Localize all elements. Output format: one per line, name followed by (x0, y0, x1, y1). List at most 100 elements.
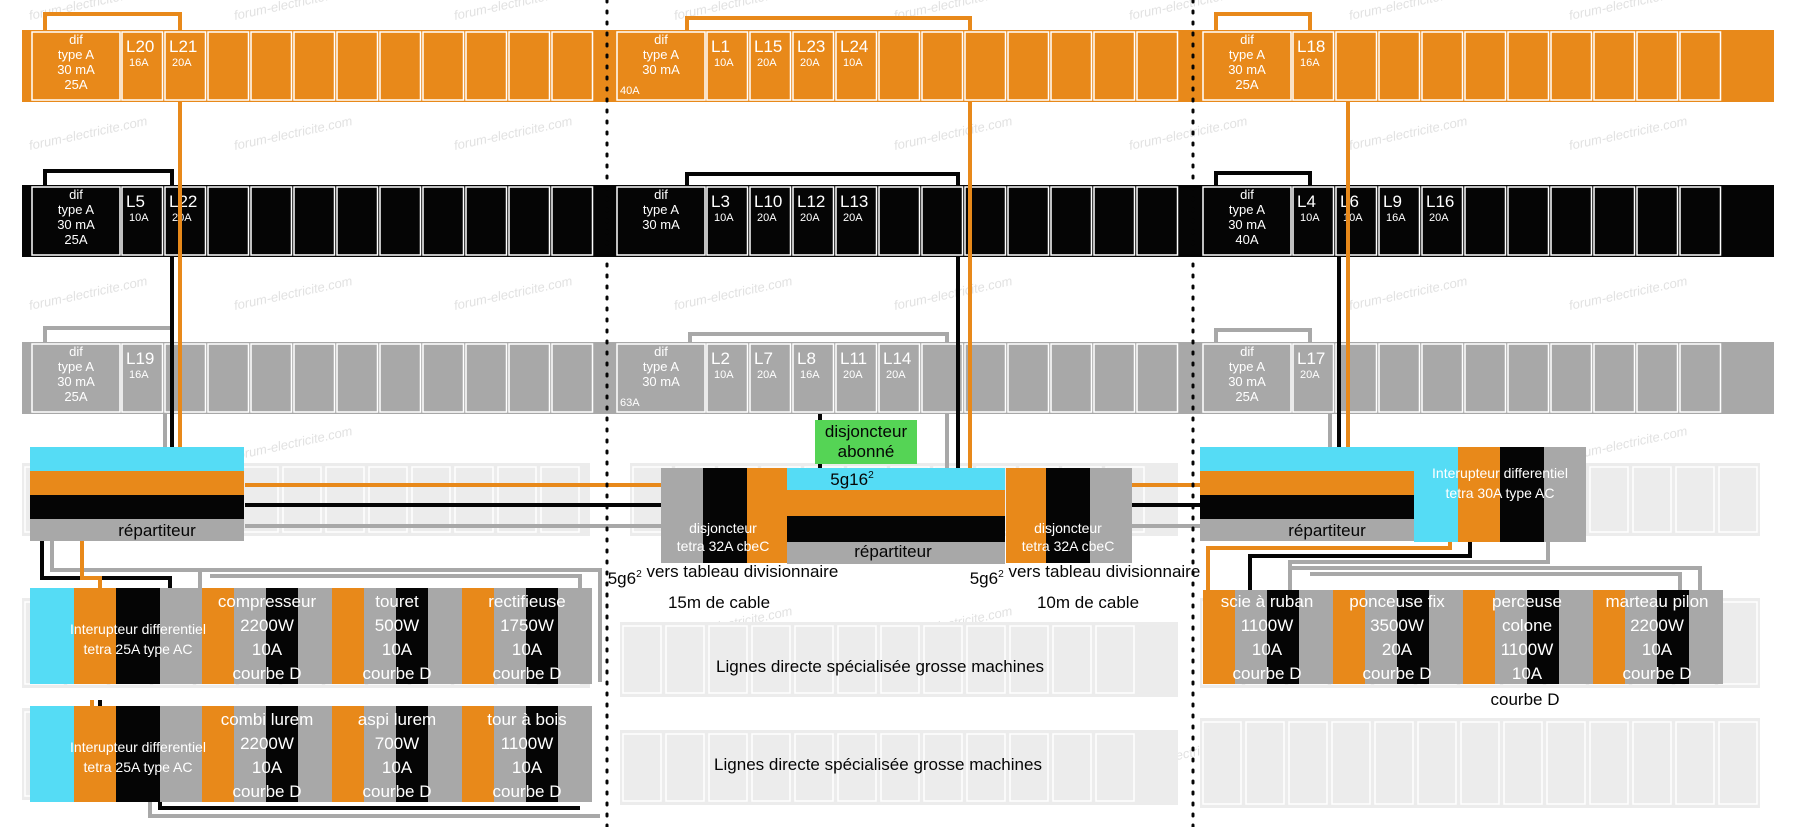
breaker-rating: 20A (843, 212, 863, 224)
watermark-text: forum-electricite.com (1128, 113, 1249, 153)
machine-black (1657, 590, 1689, 684)
breaker-name: L2 (711, 349, 730, 368)
breaker-slot (465, 186, 508, 256)
watermark-text: forum-electricite.com (1128, 0, 1249, 23)
machine-label: combi lurem (221, 710, 314, 729)
machine-label: 700W (375, 734, 419, 753)
breaker-slot (835, 31, 878, 101)
dif-label: type A (58, 202, 94, 217)
breaker-slot (508, 31, 551, 101)
breaker-name: L8 (797, 349, 816, 368)
breaker-slot (1507, 186, 1550, 256)
breaker-slot (1507, 31, 1550, 101)
breaker-name: L5 (126, 192, 145, 211)
breaker-slot (1007, 343, 1050, 413)
wire (685, 172, 960, 185)
empty-slot (1675, 721, 1715, 805)
empty-slot (966, 625, 1006, 694)
breaker-slot (508, 343, 551, 413)
breaker-row-orange (22, 30, 1774, 102)
empty-slot (665, 625, 705, 694)
dif-module (1202, 343, 1292, 413)
breaker-slot (1093, 186, 1136, 256)
empty-slot (454, 466, 494, 533)
dif-label: type A (643, 202, 679, 217)
breaker-rating: 10A (843, 57, 863, 69)
breaker-name: L9 (1383, 192, 1402, 211)
machine-black (526, 588, 558, 684)
breaker-slot (1292, 31, 1335, 101)
wire (43, 326, 174, 342)
breaker-rating: 20A (800, 212, 820, 224)
machine-label: scie à ruban (1221, 592, 1314, 611)
breaker-name: L19 (126, 349, 154, 368)
dif-label: type A (1229, 359, 1265, 374)
empty-slot (1052, 625, 1092, 694)
dif-rating: 63A (620, 397, 640, 409)
machine-label: 10A (1512, 664, 1543, 683)
repartiteur-mid-label: répartiteur (854, 542, 932, 561)
empty-slot (282, 466, 322, 533)
dif-module (1202, 186, 1292, 256)
breaker-rating: 16A (1386, 212, 1406, 224)
empty-slot (923, 625, 963, 694)
disjoncteur-tetra-left-label: disjoncteur (689, 520, 757, 536)
machine-label: 10A (512, 640, 543, 659)
breaker-slot (1136, 343, 1179, 413)
wires-layer (40, 12, 1702, 818)
breaker-slot (878, 343, 921, 413)
empty-slot (1589, 721, 1629, 805)
breaker-rating: 16A (800, 369, 820, 381)
breaker-rating: 20A (800, 57, 820, 69)
machine-black (1267, 590, 1299, 684)
empty-slot (368, 466, 408, 533)
disjoncteur-abonne-label: abonné (838, 442, 895, 461)
breaker-slot (1378, 186, 1421, 256)
dif-module (616, 31, 706, 101)
wire (1214, 328, 1312, 342)
breaker-rating: 20A (1300, 369, 1320, 381)
disjoncteur-tetra-left-label: tetra 32A cbeC (677, 538, 770, 554)
breaker-slot (336, 186, 379, 256)
empty-slot (794, 625, 834, 694)
empty-slot (1718, 721, 1758, 805)
breaker-slot (964, 343, 1007, 413)
breaker-slot (422, 186, 465, 256)
machine-label: courbe D (363, 664, 432, 683)
watermark-text: forum-electricite.com (233, 273, 354, 313)
breaker-slot (1335, 186, 1378, 256)
breaker-slot (379, 343, 422, 413)
interrupteur-left-1-black (116, 588, 160, 684)
empty-slot (1095, 733, 1135, 802)
breaker-name: L14 (883, 349, 911, 368)
empty-slot (1589, 466, 1629, 533)
breaker-slot (921, 31, 964, 101)
watermark-text: forum-electricite.com (673, 273, 794, 313)
machine-gray (1235, 590, 1267, 684)
interrupteur-left-2-orange (74, 706, 116, 802)
breaker-rating: 20A (757, 369, 777, 381)
breaker-rating: 20A (757, 57, 777, 69)
disjoncteur-tetra-left-b (703, 468, 747, 563)
dif-module (616, 343, 706, 413)
machine-label: courbe D (493, 664, 562, 683)
machine-gray (558, 706, 592, 802)
empty-slot (1288, 721, 1328, 805)
empty-slot-strip (620, 730, 1178, 805)
interrupteur-left-1-orange (74, 588, 116, 684)
wire (43, 169, 174, 185)
watermark-text: forum-electricite.com (893, 113, 1014, 153)
interrupteur-left-1-cyan (30, 588, 74, 684)
breaker-slot (1421, 343, 1464, 413)
interrupteur-right-gray (1544, 447, 1586, 542)
watermark-text: forum-electricite.com (28, 273, 149, 313)
breaker-slot (164, 343, 207, 413)
disjoncteur-tetra-right-g (1090, 468, 1132, 563)
machine-gray (1429, 590, 1463, 684)
machine-label: 2200W (240, 734, 294, 753)
breaker-name: L1 (711, 37, 730, 56)
watermark-text: forum-electricite.com (453, 273, 574, 313)
